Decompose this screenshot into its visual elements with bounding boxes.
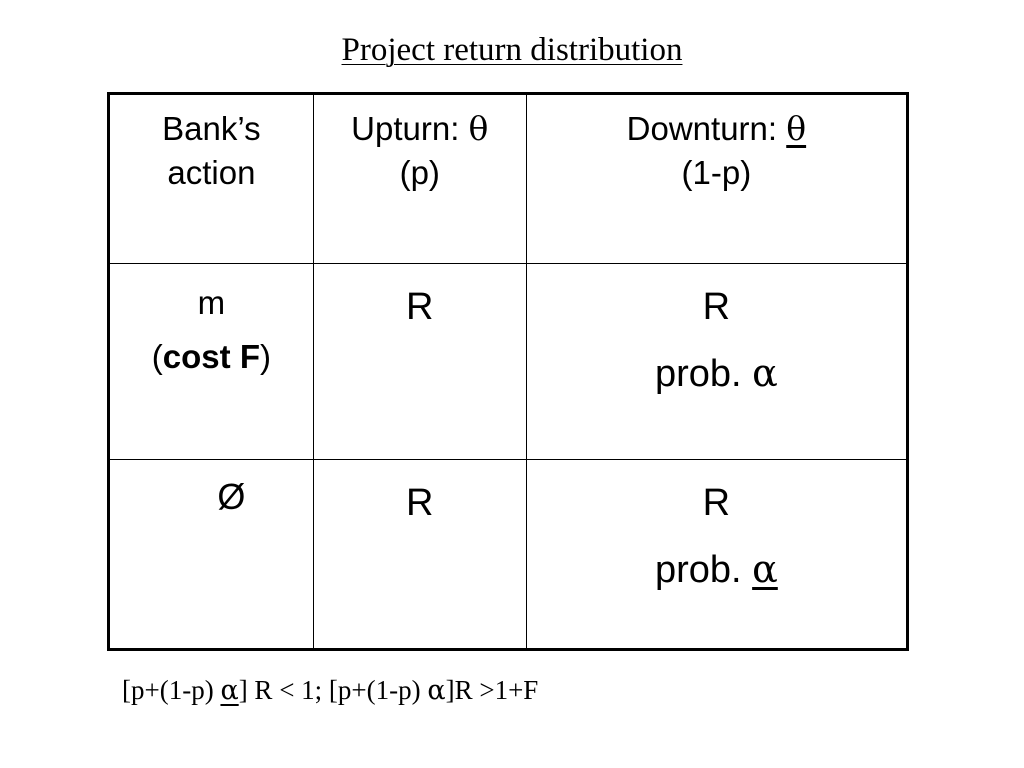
slide-title: Project return distribution [341,32,683,68]
row-monitor-action: m (cost F) [108,263,314,460]
header-downturn-label: Downturn: [626,110,787,147]
header-upturn: Upturn: θ (p) [312,93,527,264]
table-row: m (cost F) R R prob. α [108,263,909,460]
table-header-row: Bank’s action Upturn: θ (p) Downturn: θ … [108,93,909,264]
table-row: Ø R R prob. α [108,459,909,650]
header-downturn-title: Downturn: θ [527,107,906,151]
cost-label: cost F [162,338,260,375]
row-monitor-downturn-value: R [702,286,731,328]
row-monitor-upturn-value: R [406,286,434,328]
alpha-symbol: α [752,351,778,395]
footnote-part2: ] R < 1; [p+(1-p) [238,675,428,705]
row-null-action-label: Ø [217,476,246,517]
row-null-downturn: R prob. α [525,459,909,650]
header-downturn: Downturn: θ (1-p) [525,93,909,264]
header-downturn-prob: (1-p) [681,154,752,191]
header-bank-action: Bank’s action [108,93,314,264]
return-distribution-table: Bank’s action Upturn: θ (p) Downturn: θ … [107,92,909,651]
prob-label: prob. [654,549,753,591]
footnote-part1: [p+(1-p) [122,675,221,705]
row-monitor-downturn: R prob. α [525,263,909,460]
paren-close: ) [259,338,271,375]
header-bank-action-line1: Bank’s [162,110,261,147]
alpha-symbol: α [427,675,446,706]
row-null-action: Ø [108,459,314,650]
header-upturn-prob: (p) [399,154,440,191]
paren-open: ( [151,338,163,375]
row-monitor-upturn: R [312,263,527,460]
row-null-downturn-value: R [702,482,731,524]
footnote-part3: ]R >1+F [445,675,539,705]
header-upturn-title: Upturn: θ [314,107,526,151]
row-monitor-action-label: m [197,284,226,321]
theta-symbol: θ [468,109,489,148]
row-null-upturn: R [312,459,527,650]
theta-underlined-symbol: θ [786,109,807,148]
row-null-downturn-prob: prob. α [527,536,906,603]
row-monitor-cost: (cost F) [110,330,313,384]
alpha-underlined-symbol: α [220,675,239,706]
header-bank-action-line2: action [167,154,256,191]
row-monitor-downturn-prob: prob. α [527,340,906,407]
header-upturn-label: Upturn: [351,110,469,147]
alpha-underlined-symbol: α [752,547,778,591]
row-null-upturn-value: R [406,482,434,524]
prob-label: prob. [654,353,753,395]
condition-footnote: [p+(1-p) α] R < 1; [p+(1-p) α]R >1+F [122,670,538,711]
